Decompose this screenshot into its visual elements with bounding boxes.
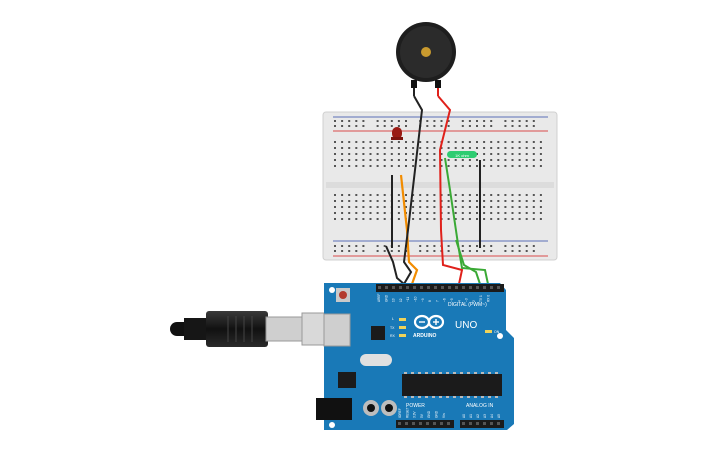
analog-label: ANALOG IN — [466, 403, 494, 409]
power-label: POWER — [406, 403, 425, 409]
digital-pin-label: 8 — [428, 300, 432, 302]
wire-red[interactable] — [437, 95, 464, 285]
digital-pin-label: GND — [384, 294, 388, 302]
arduino-uno-board[interactable] — [316, 283, 514, 430]
digital-pin-label: 13 — [392, 298, 396, 302]
piezo-buzzer[interactable] — [396, 22, 456, 96]
analog-pin-label: A1 — [469, 414, 473, 418]
brand-label: ARDUINO — [413, 333, 436, 339]
wire-black-gnd[interactable] — [385, 245, 405, 285]
red-led[interactable] — [391, 127, 403, 140]
resistor[interactable]: 1K ohm — [447, 151, 477, 158]
digital-pin-label: ~9 — [421, 298, 425, 302]
digital-pin-label: 7 — [435, 300, 439, 302]
analog-pin-label: A3 — [483, 414, 487, 418]
arduino-logo — [413, 314, 445, 330]
analog-pin-label: A5 — [497, 414, 501, 418]
power-pin-label: IOREF — [398, 408, 402, 418]
led-on-label: ON — [494, 330, 500, 334]
digital-pin-label: AREF — [377, 293, 381, 302]
wire-orange[interactable] — [399, 174, 419, 285]
resistor-label: 1K ohm — [455, 153, 469, 158]
wires — [385, 95, 489, 285]
digital-pin-label: RX 0 — [487, 295, 491, 302]
wire-black[interactable] — [402, 95, 424, 285]
power-pin-label: GND — [427, 410, 431, 418]
digital-pin-label: 4 — [457, 300, 461, 302]
digital-pin-label: ~10 — [414, 296, 418, 302]
digital-label: DIGITAL (PWM~) — [448, 302, 487, 308]
analog-pin-label: A0 — [462, 414, 466, 418]
digital-pin-label: 2 — [472, 300, 476, 302]
power-pin-label: GND — [435, 410, 439, 418]
power-pin-label: 3.3V — [413, 411, 417, 418]
led-tx-label: TX — [390, 326, 395, 330]
digital-pin-label: 12 — [399, 298, 403, 302]
digital-pin-label: ~3 — [465, 298, 469, 302]
wire-green[interactable] — [444, 157, 489, 285]
power-pin-label: Vin — [442, 413, 446, 418]
digital-pin-label: TX 1 — [479, 295, 483, 302]
led-l-label: L — [392, 317, 394, 321]
analog-pin-label: A4 — [490, 414, 494, 418]
breadboard-holes[interactable] — [334, 120, 542, 252]
uno-label: UNO — [455, 320, 477, 331]
power-pin-label: 5V — [420, 413, 424, 418]
analog-pin-label: A2 — [476, 414, 480, 418]
led-rx-label: RX — [390, 334, 396, 338]
power-pin-label: RESET — [405, 407, 409, 418]
wire-green-branch[interactable] — [455, 239, 481, 285]
digital-pin-label: ~6 — [443, 298, 447, 302]
digital-pin-label: ~11 — [406, 297, 410, 302]
digital-pin-label: ~5 — [450, 298, 454, 302]
